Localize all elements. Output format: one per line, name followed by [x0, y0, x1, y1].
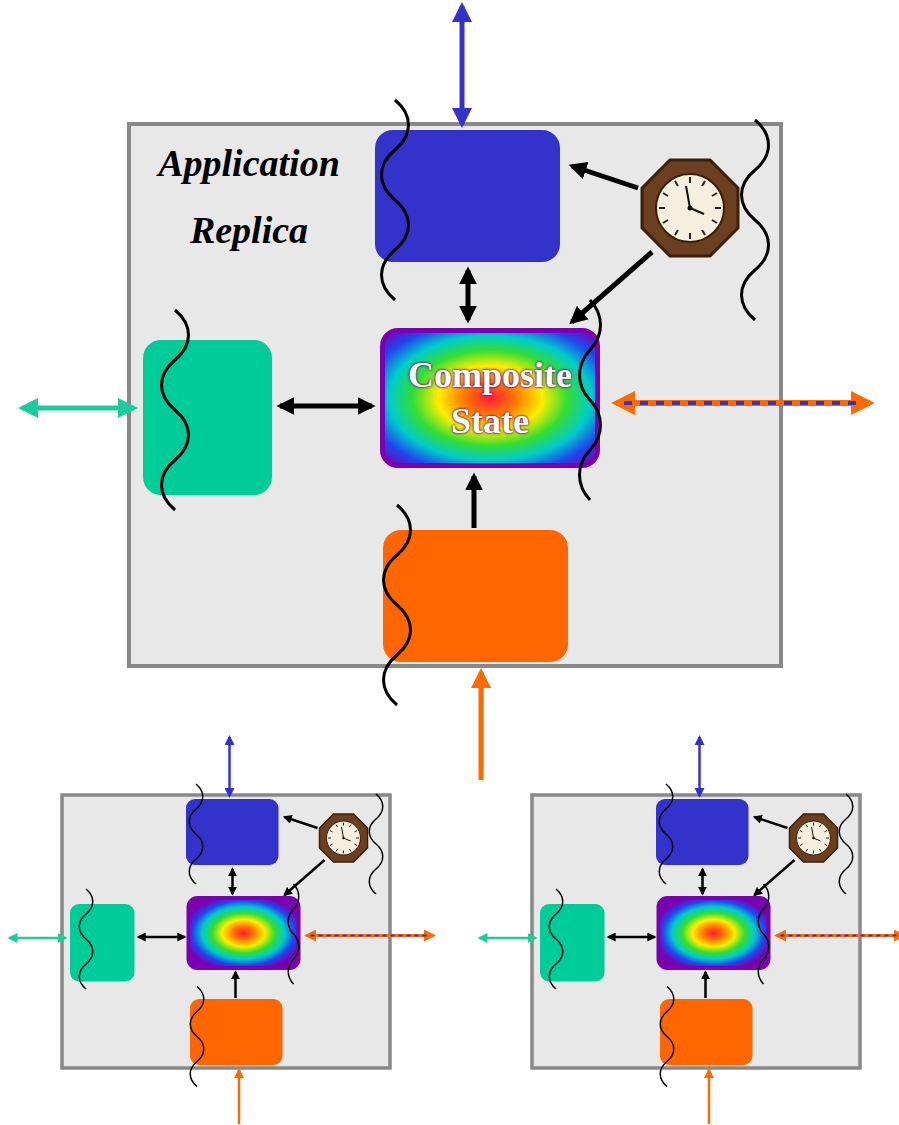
- replica-box: Composite State Application Replica: [127, 122, 783, 668]
- small-replica: [480, 737, 899, 1124]
- small-replica: [10, 737, 434, 1124]
- thread-line: [580, 300, 601, 500]
- replica-heading: Application Replica: [131, 130, 367, 264]
- state-box: Composite State: [380, 328, 600, 468]
- state-label: Composite State: [405, 352, 575, 444]
